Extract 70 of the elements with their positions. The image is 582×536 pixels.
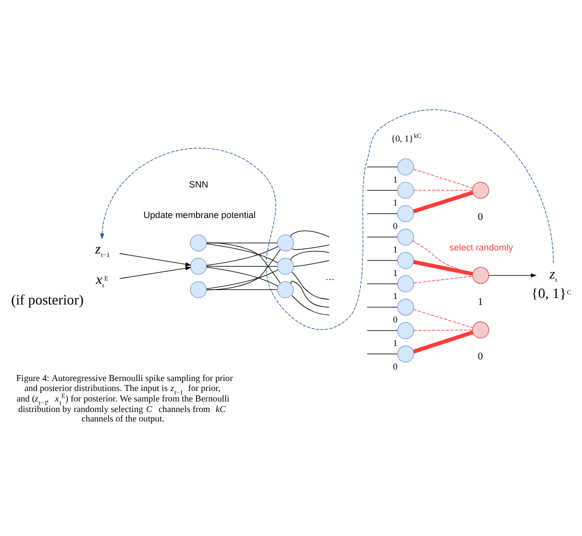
- node-circle: [397, 182, 414, 199]
- node-circle: [277, 281, 294, 298]
- node-label: 1: [392, 244, 398, 254]
- connector: [414, 276, 473, 284]
- node-label: 1: [392, 338, 398, 348]
- node-label: 0: [478, 212, 483, 224]
- connector: [413, 190, 474, 214]
- caption: Figure 4: Autoregressive Bernoulli spike sampling for prior and posterior distributions. The input is z$_{t−1}$ for prior, and (z$_{t−1}$, x$_{t}$$^{E}$) for posterior. We sample from the Bernoulli distribution by randomly selecting C channels from kC channels of the output.: [16, 373, 233, 424]
- connector: [366, 213, 398, 214]
- connector: [413, 260, 473, 276]
- node-label: 1: [392, 198, 398, 208]
- connector: [206, 289, 278, 290]
- connector: [366, 166, 398, 168]
- arrow: [119, 266, 192, 279]
- node-label: 1: [392, 291, 398, 302]
- node-circle: [397, 298, 414, 316]
- connector: [366, 330, 398, 331]
- arrow: [100, 110, 554, 330]
- node-text: z$_{t−1}$: [95, 242, 110, 260]
- connector: [413, 309, 474, 328]
- node-circle: [277, 258, 294, 275]
- label: Update membrane potential: [144, 210, 256, 220]
- connector: [413, 168, 474, 188]
- node-circle: [190, 281, 207, 298]
- node-circle: [472, 322, 490, 338]
- node-circle: [397, 275, 414, 292]
- connector: [292, 244, 330, 250]
- connector: [366, 190, 398, 191]
- node-circle: [397, 158, 414, 176]
- connector: [366, 236, 398, 238]
- connector: [290, 250, 330, 261]
- connector: [366, 260, 398, 261]
- node-circle: [397, 205, 414, 222]
- arrow: [488, 273, 537, 278]
- label: {0, 1}$^{kC}$: [391, 132, 422, 144]
- connector: [292, 295, 330, 316]
- connector: [206, 249, 281, 290]
- connector: [290, 230, 330, 238]
- connector: [414, 330, 473, 331]
- connector: [290, 280, 330, 308]
- node-label: 1: [392, 174, 398, 184]
- node-circle: [190, 234, 207, 252]
- node-circle: [472, 182, 490, 199]
- node-circle: [397, 228, 414, 246]
- node-circle: [397, 252, 414, 269]
- node-circle: [397, 346, 414, 362]
- node-circle: [397, 322, 414, 340]
- node-label: 1: [392, 268, 398, 278]
- connector: [293, 260, 330, 267]
- label: select randomly: [449, 242, 514, 253]
- node-label: (if posterior): [11, 292, 84, 308]
- node-circle: [277, 234, 294, 252]
- node-circle: [190, 258, 207, 275]
- connector: [206, 242, 281, 284]
- connector: [366, 306, 398, 308]
- connector: [414, 190, 473, 191]
- arrow: [119, 253, 192, 266]
- label: SNN: [189, 180, 208, 190]
- connector: [206, 266, 278, 267]
- node-circle: [472, 266, 490, 284]
- node-label: {0, 1}$^{C}$: [531, 286, 572, 302]
- node-label: 0: [392, 314, 398, 325]
- node-label: 0: [392, 361, 398, 372]
- node-label: 0: [478, 352, 483, 363]
- label: ···: [325, 274, 334, 284]
- node-text: z$_{t}$: [549, 266, 558, 284]
- connector: [292, 272, 330, 300]
- node-label: 1: [478, 297, 483, 308]
- connector: [413, 330, 474, 354]
- node-label: 0: [392, 221, 398, 232]
